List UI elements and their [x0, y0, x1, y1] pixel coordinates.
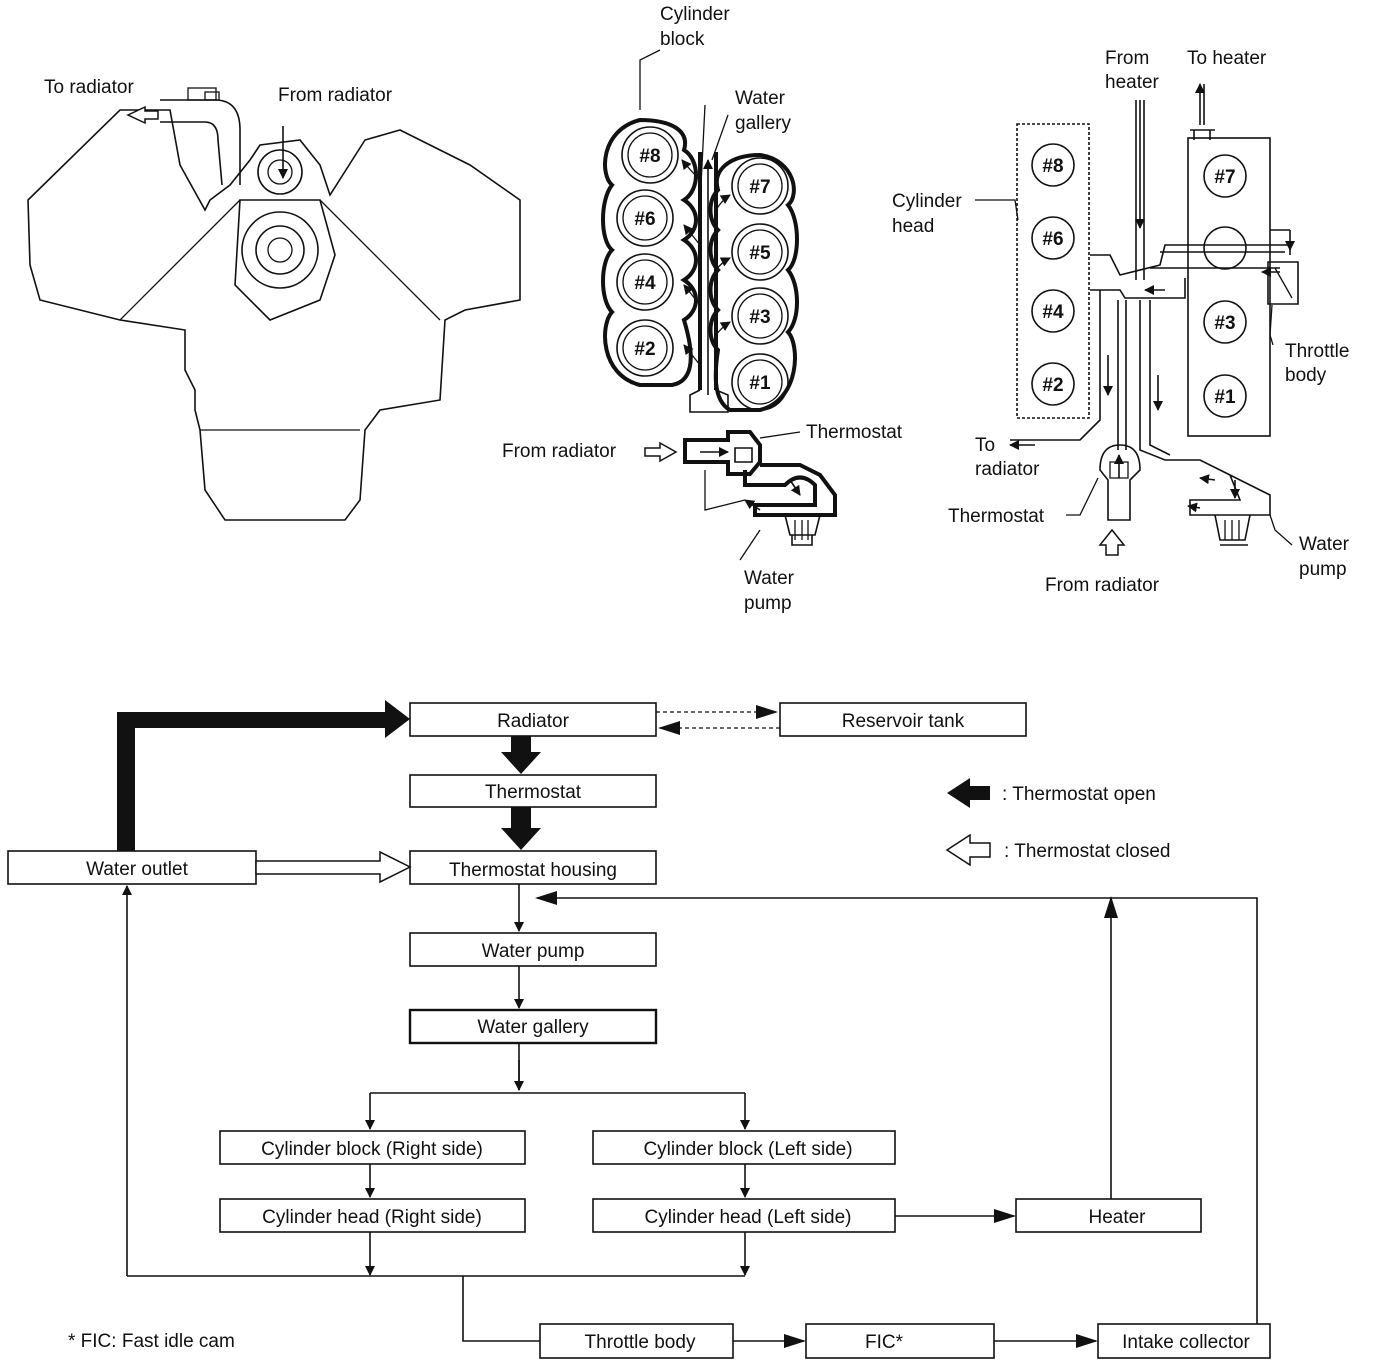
cylinder-head-label-1: Cylinder: [892, 191, 962, 212]
throttle-body-label-2: body: [1285, 365, 1327, 386]
water-gallery-label-1: Water: [735, 88, 786, 109]
cylinder-block-label-2: block: [660, 29, 705, 50]
to-radiator-label: To radiator: [44, 77, 134, 98]
head-cyl-7-label: #7: [1214, 167, 1235, 188]
svg-text:Water gallery: Water gallery: [477, 1017, 589, 1038]
cyl-head-right-box: Cylinder head (Right side): [219, 1198, 526, 1233]
block-water-pump-label-1: Water: [744, 568, 795, 589]
thermostat-box: Thermostat: [409, 774, 657, 808]
svg-text:Cylinder block (Left side): Cylinder block (Left side): [643, 1139, 852, 1160]
to-heater-label: To heater: [1187, 48, 1267, 69]
svg-text:Thermostat: Thermostat: [485, 782, 582, 803]
cyl-3-label: #3: [749, 307, 770, 328]
water-gallery-label-2: gallery: [735, 113, 791, 134]
cylinder-block-left-cylinders: #8 #6 #4 #2: [616, 126, 679, 377]
fic-footnote: * FIC: Fast idle cam: [68, 1331, 235, 1352]
svg-text:Heater: Heater: [1088, 1207, 1146, 1228]
radiator-box: Radiator: [409, 702, 657, 737]
intake-collector-box: Intake collector: [1097, 1323, 1271, 1359]
block-water-pump-label-2: pump: [744, 593, 792, 614]
head-cyl-6-label: #6: [1042, 229, 1063, 250]
heater-box: Heater: [1015, 1198, 1202, 1233]
cylinder-block-view: #8 #6 #4 #2 #7 #5 #3 #1: [502, 4, 903, 614]
cyl-block-right-box: Cylinder block (Right side): [219, 1130, 526, 1165]
water-outlet-box: Water outlet: [7, 850, 257, 885]
thermostat-housing-box: Thermostat housing: [409, 850, 657, 885]
legend-closed-label: : Thermostat closed: [1004, 841, 1171, 862]
head-cyl-3-label: #3: [1214, 313, 1235, 334]
svg-text:Radiator: Radiator: [497, 711, 569, 732]
outlet-to-housing-hollow-arrow: [255, 850, 412, 884]
head-water-pump-label-1: Water: [1299, 534, 1350, 555]
throttle-body-box: Throttle body: [539, 1323, 734, 1359]
cyl-4-label: #4: [634, 273, 656, 294]
cyl-7-label: #7: [749, 177, 770, 198]
legend-open-label: : Thermostat open: [1002, 784, 1156, 805]
outlet-to-radiator-thick-arrow: [117, 700, 410, 851]
reservoir-tank-box: Reservoir tank: [779, 702, 1027, 737]
water-gallery-box: Water gallery: [408, 1008, 658, 1045]
radiator-to-thermostat-thick-arrow: [501, 736, 541, 774]
coolant-flow-chart: Radiator Reservoir tank Thermostat Water…: [7, 700, 1271, 1359]
fic-box: FIC*: [805, 1323, 995, 1359]
cyl-block-left-box: Cylinder block (Left side): [592, 1130, 896, 1165]
svg-text:Cylinder head (Left side): Cylinder head (Left side): [645, 1207, 852, 1228]
cylinder-head-left-cylinders: #8 #6 #4 #2: [1031, 143, 1075, 406]
cyl-2-label: #2: [634, 339, 655, 360]
svg-text:Intake collector: Intake collector: [1122, 1332, 1250, 1353]
head-to-radiator-label-2: radiator: [975, 459, 1040, 480]
cylinder-head-label-2: head: [892, 216, 934, 237]
legend: : Thermostat open : Thermostat closed: [945, 778, 1171, 867]
throttle-body-label-1: Throttle: [1285, 341, 1349, 362]
cylinder-head-view: #8 #6 #4 #2 #7 #3 #1: [892, 48, 1350, 596]
cyl-5-label: #5: [749, 243, 771, 264]
head-thermostat-label: Thermostat: [948, 506, 1045, 527]
from-heater-label-1: From: [1105, 48, 1149, 69]
head-cyl-4-label: #4: [1042, 302, 1064, 323]
svg-text:FIC*: FIC*: [865, 1332, 904, 1353]
from-radiator-label: From radiator: [278, 85, 393, 106]
svg-text:Water pump: Water pump: [482, 941, 585, 962]
head-water-pump-label-2: pump: [1299, 559, 1347, 580]
svg-text:Throttle body: Throttle body: [585, 1332, 696, 1353]
thermostat-closed-legend-arrow: [945, 833, 991, 867]
cyl-head-left-box: Cylinder head (Left side): [592, 1198, 896, 1233]
cyl-1-label: #1: [749, 373, 771, 394]
svg-text:Cylinder block (Right side): Cylinder block (Right side): [261, 1139, 483, 1160]
svg-text:Cylinder head (Right side): Cylinder head (Right side): [262, 1207, 482, 1228]
svg-text:Reservoir tank: Reservoir tank: [842, 711, 965, 732]
from-heater-label-2: heater: [1105, 72, 1160, 93]
head-cyl-1-label: #1: [1214, 387, 1236, 408]
water-pump-box: Water pump: [409, 932, 657, 967]
head-cyl-2-label: #2: [1042, 375, 1063, 396]
head-to-radiator-label-1: To: [975, 435, 995, 456]
svg-text:Water outlet: Water outlet: [86, 859, 188, 880]
thermostat-to-housing-thick-arrow: [501, 807, 541, 850]
cylinder-head-right-cylinders: #7 #3 #1: [1203, 154, 1247, 418]
block-from-radiator-label: From radiator: [502, 441, 617, 462]
block-thermostat-label: Thermostat: [806, 422, 903, 443]
cyl-6-label: #6: [634, 209, 655, 230]
thermostat-open-legend-arrow: [947, 778, 990, 808]
head-cyl-8-label: #8: [1042, 156, 1063, 177]
svg-text:Thermostat housing: Thermostat housing: [449, 860, 617, 881]
cyl-8-label: #8: [639, 146, 660, 167]
head-from-radiator-label: From radiator: [1045, 575, 1160, 596]
cylinder-block-label-1: Cylinder: [660, 4, 730, 25]
engine-front-view: To radiator From radiator: [27, 77, 521, 521]
cylinder-block-right-cylinders: #7 #5 #3 #1: [731, 157, 789, 411]
